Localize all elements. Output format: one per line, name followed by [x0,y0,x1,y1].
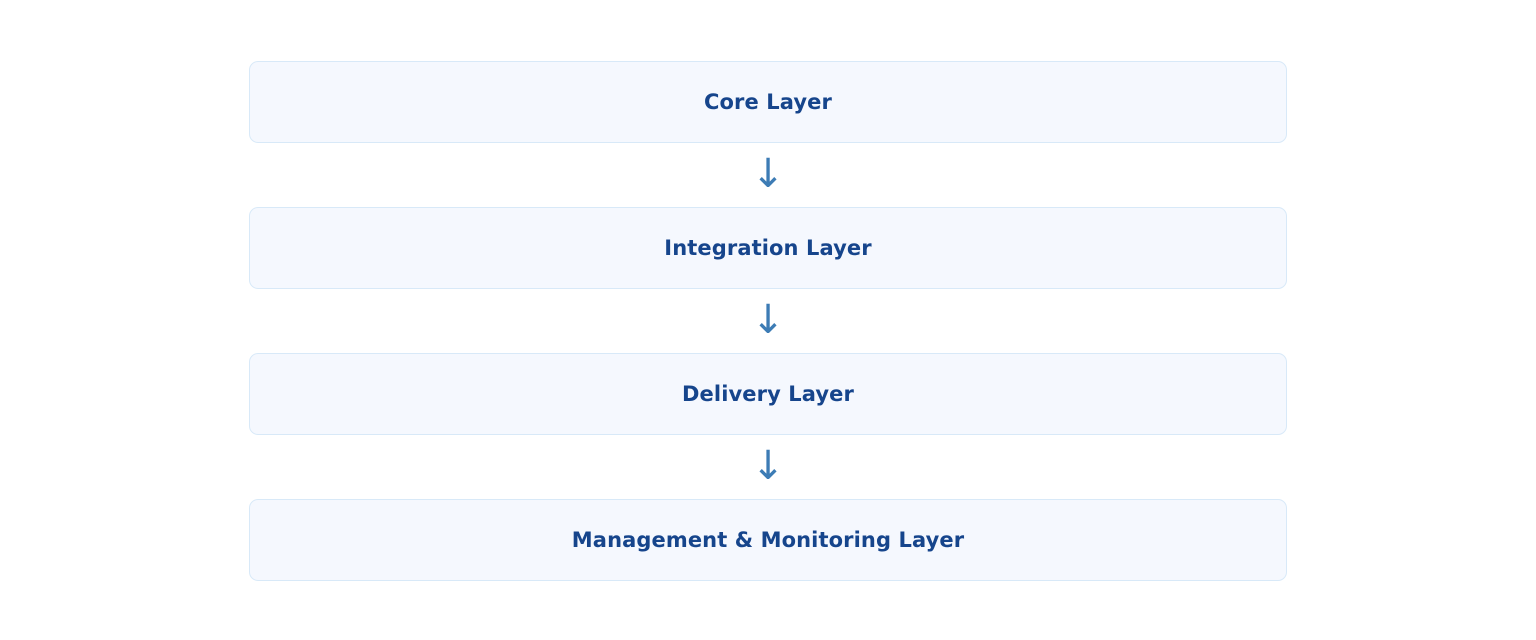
layer-label-integration: Integration Layer [664,235,872,260]
layer-box-delivery[interactable]: Delivery Layer [249,353,1287,435]
layer-stack-diagram: Core Layer ↓ Integration Layer ↓ Deliver… [249,61,1287,581]
flow-arrow-2: ↓ [249,289,1287,353]
layer-label-core: Core Layer [704,89,832,114]
layer-label-management-monitoring: Management & Monitoring Layer [571,527,965,552]
layer-label-delivery: Delivery Layer [682,381,854,406]
flow-arrow-3: ↓ [249,435,1287,499]
layer-box-core[interactable]: Core Layer [249,61,1287,143]
arrow-down-icon: ↓ [751,297,785,343]
flow-arrow-1: ↓ [249,143,1287,207]
layer-box-integration[interactable]: Integration Layer [249,207,1287,289]
layer-box-management-monitoring[interactable]: Management & Monitoring Layer [249,499,1287,581]
arrow-down-icon: ↓ [751,443,785,489]
arrow-down-icon: ↓ [751,151,785,197]
